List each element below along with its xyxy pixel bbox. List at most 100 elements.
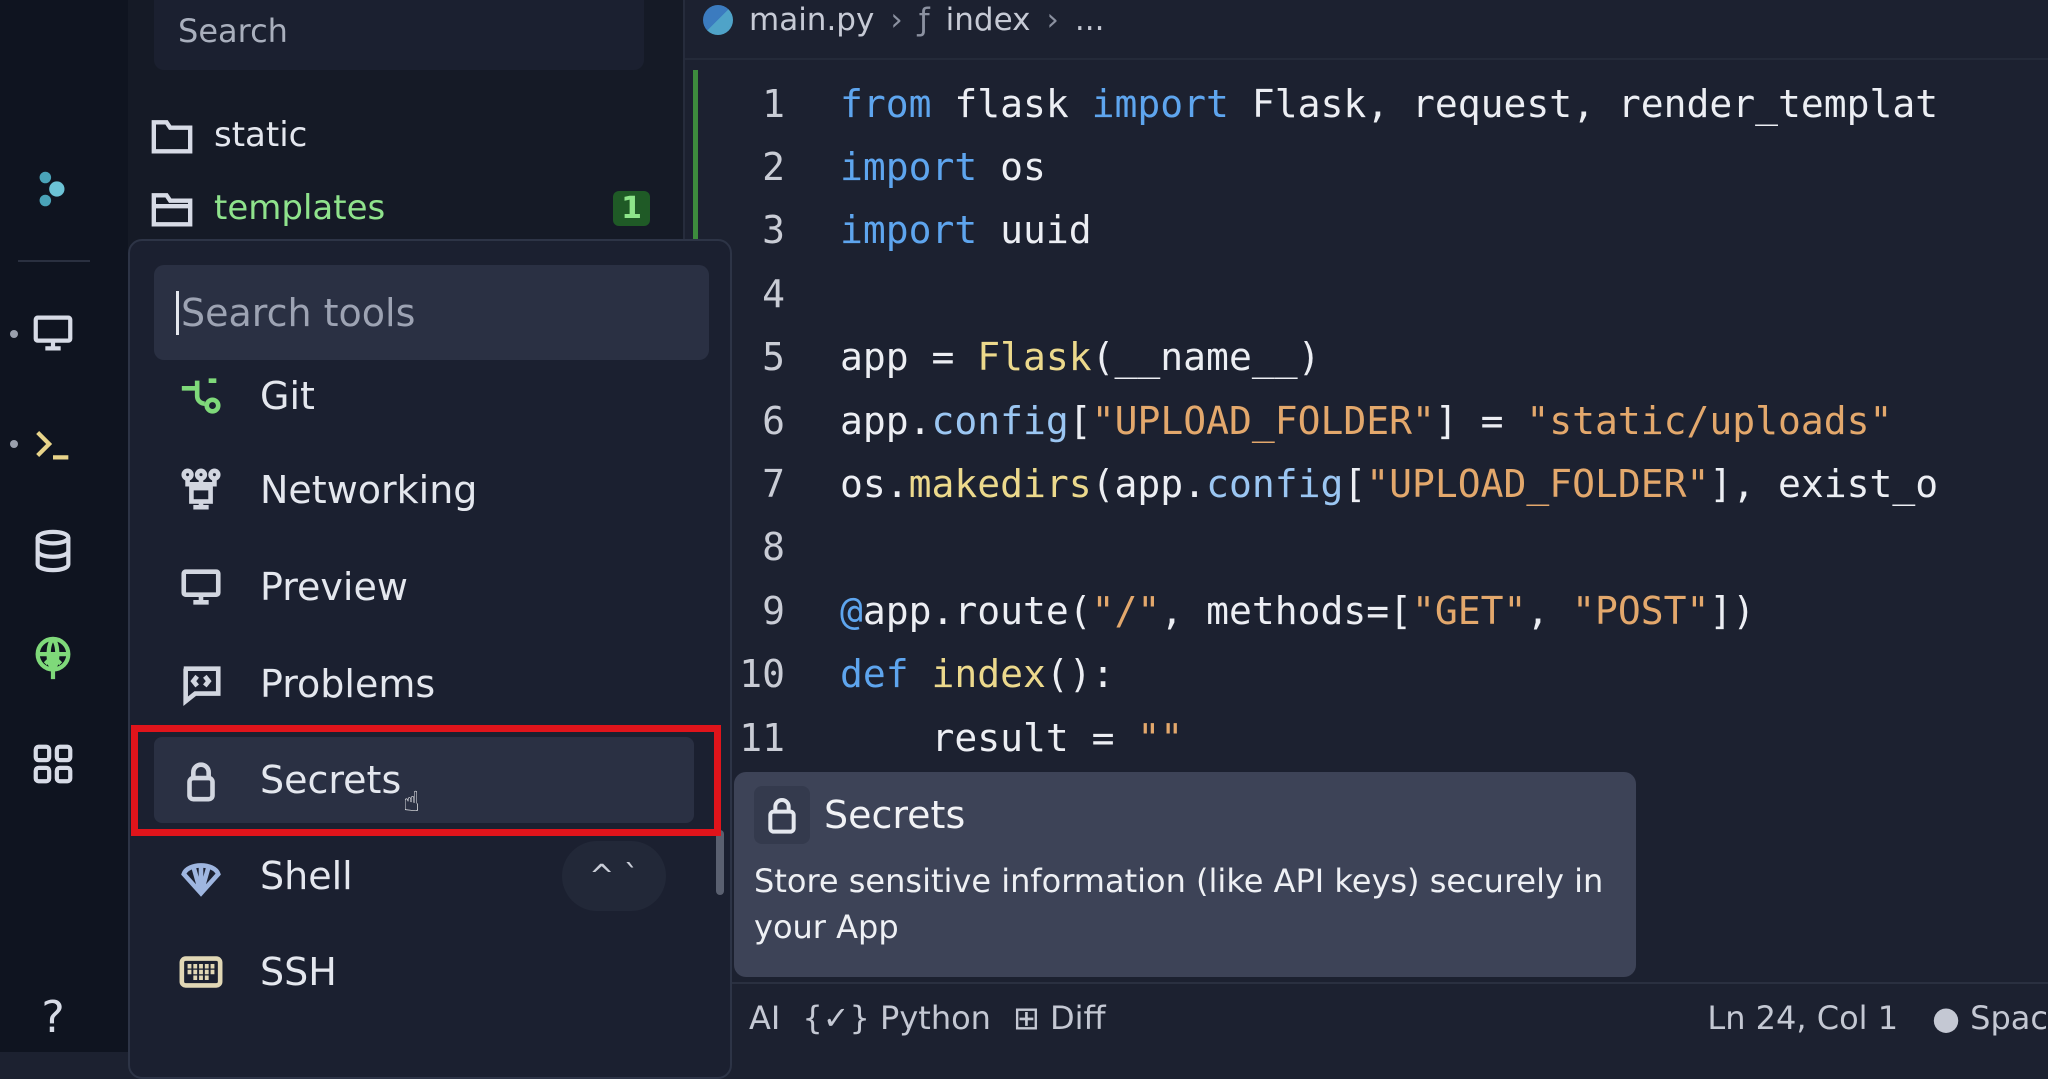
problem-count-badge: 1: [613, 190, 650, 226]
code-token: ,: [1526, 588, 1573, 633]
code-token: ]): [1709, 588, 1756, 633]
code-token: os.: [840, 462, 909, 507]
tool-item-networking[interactable]: Networking: [154, 447, 694, 533]
code-token: "POST": [1572, 588, 1710, 633]
file-search-input[interactable]: Search: [154, 0, 644, 70]
grid-icon[interactable]: [26, 737, 80, 791]
code-line: 3 import uuid: [685, 199, 1092, 262]
line-content: from flask import Flask, request, render…: [840, 82, 1938, 126]
tool-item-label: SSH: [260, 950, 337, 994]
line-number: 11: [739, 715, 785, 760]
folder-label: templates: [214, 188, 386, 228]
diff-button[interactable]: ⊞ Diff: [1013, 999, 1106, 1037]
code-token: [909, 652, 932, 696]
cursor-position[interactable]: Ln 24, Col 1: [1707, 999, 1899, 1037]
monitor-icon[interactable]: [26, 306, 80, 360]
tool-item-preview[interactable]: Preview: [154, 544, 694, 630]
code-token: from: [840, 81, 932, 126]
folder-static[interactable]: static: [150, 111, 650, 159]
shell-icon: [176, 851, 226, 901]
secrets-tooltip: Secrets Store sensitive information (lik…: [734, 772, 1636, 977]
tool-item-git[interactable]: Git: [154, 365, 694, 427]
tool-item-problems[interactable]: Problems: [154, 641, 694, 727]
hand-cursor-icon: ☝: [403, 785, 421, 818]
tool-item-ssh[interactable]: SSH: [154, 929, 694, 1015]
code-token: app.: [840, 398, 932, 443]
tool-item-label: Networking: [260, 468, 478, 512]
code-token: "UPLOAD_FOLDER": [1091, 398, 1435, 443]
breadcrumb-separator: ›: [890, 2, 903, 38]
code-token: ], exist_o: [1709, 462, 1939, 507]
deploy-icon[interactable]: [26, 631, 80, 685]
breadcrumb-file[interactable]: main.py: [749, 2, 875, 38]
code-line: 5 app = Flask(__name__): [685, 326, 1320, 389]
indent-setting[interactable]: ● Spac: [1932, 999, 2048, 1037]
code-line: 10 def index():: [685, 643, 1114, 706]
database-icon[interactable]: [26, 524, 80, 578]
breadcrumb-more[interactable]: ...: [1074, 2, 1105, 38]
line-number: 7: [762, 462, 785, 507]
code-token: flask: [931, 81, 1092, 126]
breadcrumb-separator: ›: [1046, 2, 1059, 38]
code-token: config: [931, 398, 1069, 443]
code-token: makedirs: [908, 462, 1092, 507]
lock-icon: [176, 755, 226, 805]
logo-icon[interactable]: [26, 162, 80, 216]
line-number: 9: [762, 588, 785, 633]
line-number: 4: [762, 271, 785, 316]
line-content: import uuid: [840, 208, 1092, 252]
active-dot: [10, 330, 18, 338]
code-token: import: [840, 208, 978, 253]
tool-item-label: Shell: [260, 854, 353, 898]
ai-button[interactable]: AI: [749, 999, 781, 1037]
python-icon: [703, 5, 733, 35]
search-tools-input[interactable]: [176, 290, 687, 335]
help-icon[interactable]: ?: [41, 991, 65, 1043]
tool-item-secrets[interactable]: Secrets: [154, 737, 694, 823]
active-dot: [10, 440, 18, 448]
code-token: "static/uploads": [1526, 398, 1893, 443]
menu-scrollbar[interactable]: [716, 830, 724, 895]
line-content: app = Flask(__name__): [840, 335, 1320, 379]
search-tools-field[interactable]: [154, 265, 709, 360]
code-line: 9 @app.route("/", methods=["GET", "POST"]…: [685, 579, 1755, 642]
tool-item-shell[interactable]: Shell ^ `: [154, 833, 694, 919]
line-number: 1: [762, 81, 785, 126]
shortcut-badge: ^ `: [562, 841, 666, 911]
code-token: Flask: [977, 335, 1092, 380]
activity-bar: ?: [0, 0, 128, 1052]
code-token: @: [840, 588, 863, 633]
line-number: 10: [739, 652, 785, 697]
keyboard-icon: [176, 947, 226, 997]
function-icon: ƒ: [918, 2, 930, 38]
line-content: @app.route("/", methods=["GET", "POST"]): [840, 589, 1755, 633]
language-button[interactable]: {✓} Python: [802, 999, 991, 1037]
folder-templates[interactable]: templates 1: [150, 184, 650, 232]
code-token: uuid: [977, 208, 1092, 253]
code-token: [: [1343, 462, 1367, 507]
line-content: import os: [840, 145, 1046, 189]
line-content: def index():: [840, 652, 1115, 696]
code-token: Flask, request, render_templat: [1228, 81, 1939, 126]
code-token: "UPLOAD_FOLDER": [1366, 462, 1710, 507]
terminal-icon[interactable]: [26, 417, 80, 471]
problems-icon: [176, 659, 226, 709]
breadcrumb-function[interactable]: index: [945, 2, 1031, 38]
status-bar: AI {✓} Python ⊞ Diff Ln 24, Col 1 ● Spac: [685, 982, 2048, 1052]
git-icon: [176, 371, 226, 421]
tooltip-description: Store sensitive information (like API ke…: [754, 862, 1604, 946]
line-number: 2: [762, 145, 785, 190]
code-line: 4: [685, 262, 785, 325]
code-token: os: [977, 145, 1046, 190]
code-line: 2 import os: [685, 135, 1046, 198]
code-token: ] =: [1434, 398, 1527, 443]
line-number: 3: [762, 208, 785, 253]
code-line: 8: [685, 516, 785, 579]
code-token: "/": [1091, 588, 1161, 633]
code-token: ():: [1045, 652, 1115, 697]
line-content: result = "": [840, 716, 1184, 760]
code-lines: 1 from flask import Flask, request, rende…: [685, 72, 1938, 769]
line-number: 5: [762, 335, 785, 380]
